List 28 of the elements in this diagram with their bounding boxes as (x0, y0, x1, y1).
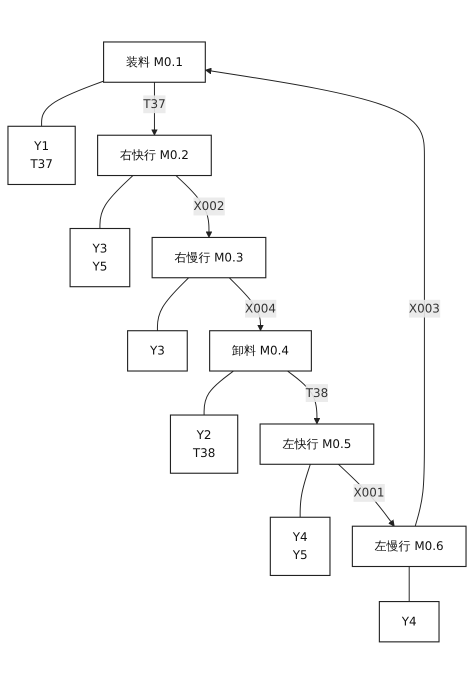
connector (99, 175, 134, 230)
arrow (205, 68, 425, 527)
node-box: Y3 (127, 330, 188, 372)
connector (408, 566, 410, 602)
edge-label: X003 (408, 301, 440, 316)
edge-label: X004 (245, 301, 276, 316)
connector (41, 80, 104, 127)
node-box: Y3 Y5 (70, 228, 130, 288)
node-box: Y4 Y5 (270, 516, 331, 576)
connector (300, 464, 311, 518)
node-box: 卸料 M0.4 (209, 330, 312, 372)
node-box: 装料 M0.1 (103, 41, 206, 83)
node-box: 右快行 M0.2 (97, 134, 212, 176)
connector (204, 370, 234, 416)
edge-label: T37 (143, 96, 166, 112)
edge-label: X001 (353, 486, 384, 500)
arrow (151, 82, 158, 136)
arrow (286, 370, 320, 424)
connector (156, 277, 190, 332)
node-box: Y2 T38 (170, 414, 238, 474)
node-box: Y4 (378, 601, 440, 642)
arrow (338, 464, 395, 527)
edge-label: T38 (306, 386, 328, 400)
node-box: 左慢行 M0.6 (352, 526, 467, 568)
node-box: Y1 T37 (7, 126, 76, 186)
edge-label: X002 (193, 199, 224, 214)
node-box: 左快行 M0.5 (260, 424, 374, 465)
node-box: 右慢行 M0.3 (152, 236, 266, 278)
